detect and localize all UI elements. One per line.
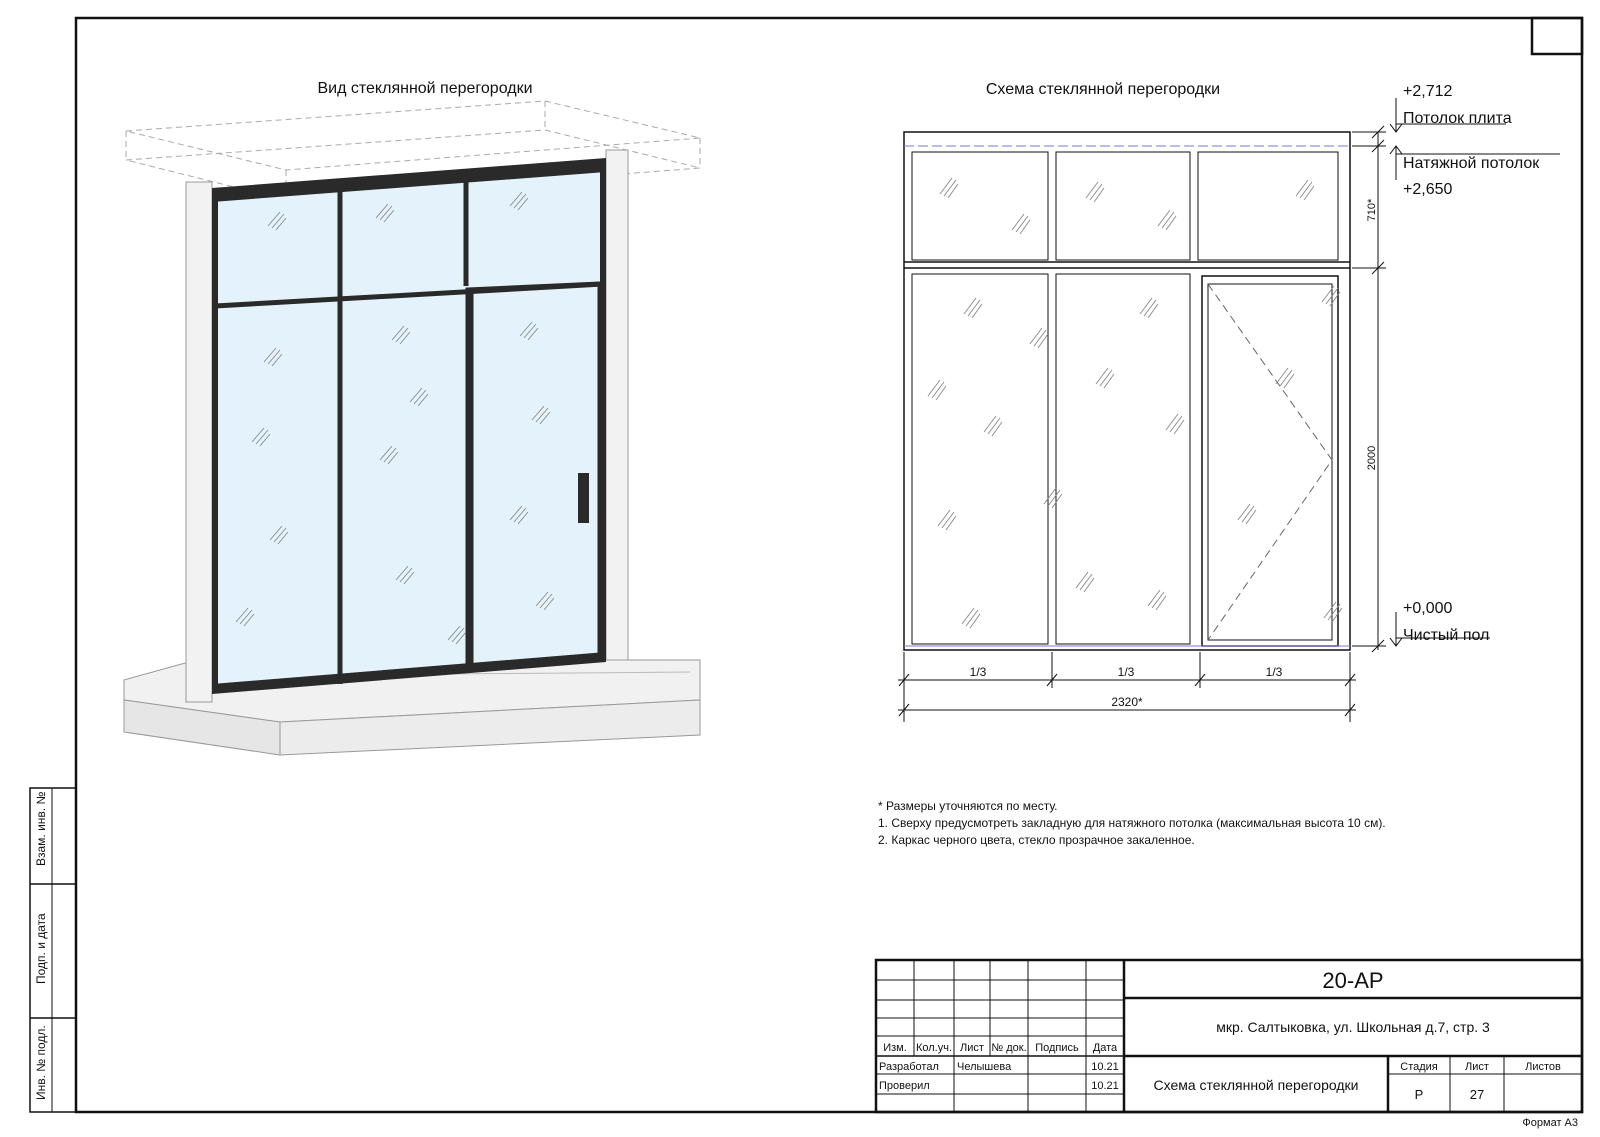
dim-third-3: 1/3 [1266,665,1283,679]
tb-row-date-1: 10.21 [1091,1061,1119,1073]
note-2: 2. Каркас черного цвета, стекло прозрачн… [878,833,1195,847]
tb-sheet-title: Схема стеклянной перегородки [1154,1077,1359,1093]
note-0: * Размеры уточняются по месту. [878,799,1057,813]
partition-3d-view [123,100,701,756]
level-ceiling-label: Натяжной потолок [1403,155,1540,172]
dim-lower-height: 2000 [1366,446,1378,470]
tb-sheet-label: Лист [1465,1061,1489,1073]
dim-third-2: 1/3 [1118,665,1135,679]
tb-row-name-1: Челышева [957,1061,1012,1073]
level-floor-label: Чистый пол [1403,627,1489,644]
tb-row-role-1: Разработал [879,1061,939,1073]
corner-stamp [1530,16,1584,56]
tb-row-date-2: 10.21 [1091,1080,1119,1092]
side-stamp-label-1: Взам. инв. № [34,792,48,866]
tb-address: мкр. Салтыковка, ул. Школьная д.7, стр. … [1216,1019,1490,1035]
scheme-title: Схема стеклянной перегородки [986,81,1220,98]
notes: * Размеры уточняются по месту. 1. Сверху… [878,799,1386,847]
tb-stage: Р [1415,1087,1424,1102]
tb-sheets-label: Листов [1525,1061,1561,1073]
level-floor-value: +0,000 [1403,600,1452,617]
side-stamp-label-3: Инв. № подл. [34,1025,48,1100]
tb-header-ndok: № док. [991,1042,1026,1054]
level-ceiling-value: +2,650 [1403,181,1452,198]
note-1: 1. Сверху предусмотреть закладную для на… [878,816,1386,830]
level-top-label: Потолок плита [1403,110,1512,127]
tb-code: 20-АР [1322,968,1383,993]
side-stamp: Взам. инв. № Подп. и дата Инв. № подл. [29,787,77,1113]
tb-stage-label: Стадия [1400,1061,1438,1073]
tb-header-list: Лист [960,1042,984,1054]
sheet-frame [74,16,1584,1114]
tb-header-data: Дата [1093,1042,1118,1054]
dim-total-width: 2320* [1111,695,1143,709]
dim-upper-height: 710* [1366,198,1378,221]
dim-third-1: 1/3 [970,665,987,679]
tb-header-podpis: Подпись [1035,1042,1079,1054]
tb-row-role-2: Проверил [879,1080,930,1092]
tb-header-izm: Изм. [883,1042,907,1054]
tb-header-kolich: Кол.уч. [916,1042,952,1054]
view-title: Вид стеклянной перегородки [317,80,532,97]
tb-sheet: 27 [1470,1087,1484,1102]
title-block: Изм. Кол.уч. Лист № док. Подпись Дата Ра… [874,958,1584,1114]
side-stamp-label-2: Подп. и дата [34,913,48,984]
level-top-value: +2,712 [1403,83,1452,100]
format-label: Формат А3 [1522,1117,1578,1129]
partition-scheme: 710* 2000 +2,712 Потолок плита Натяжной … [898,83,1560,722]
